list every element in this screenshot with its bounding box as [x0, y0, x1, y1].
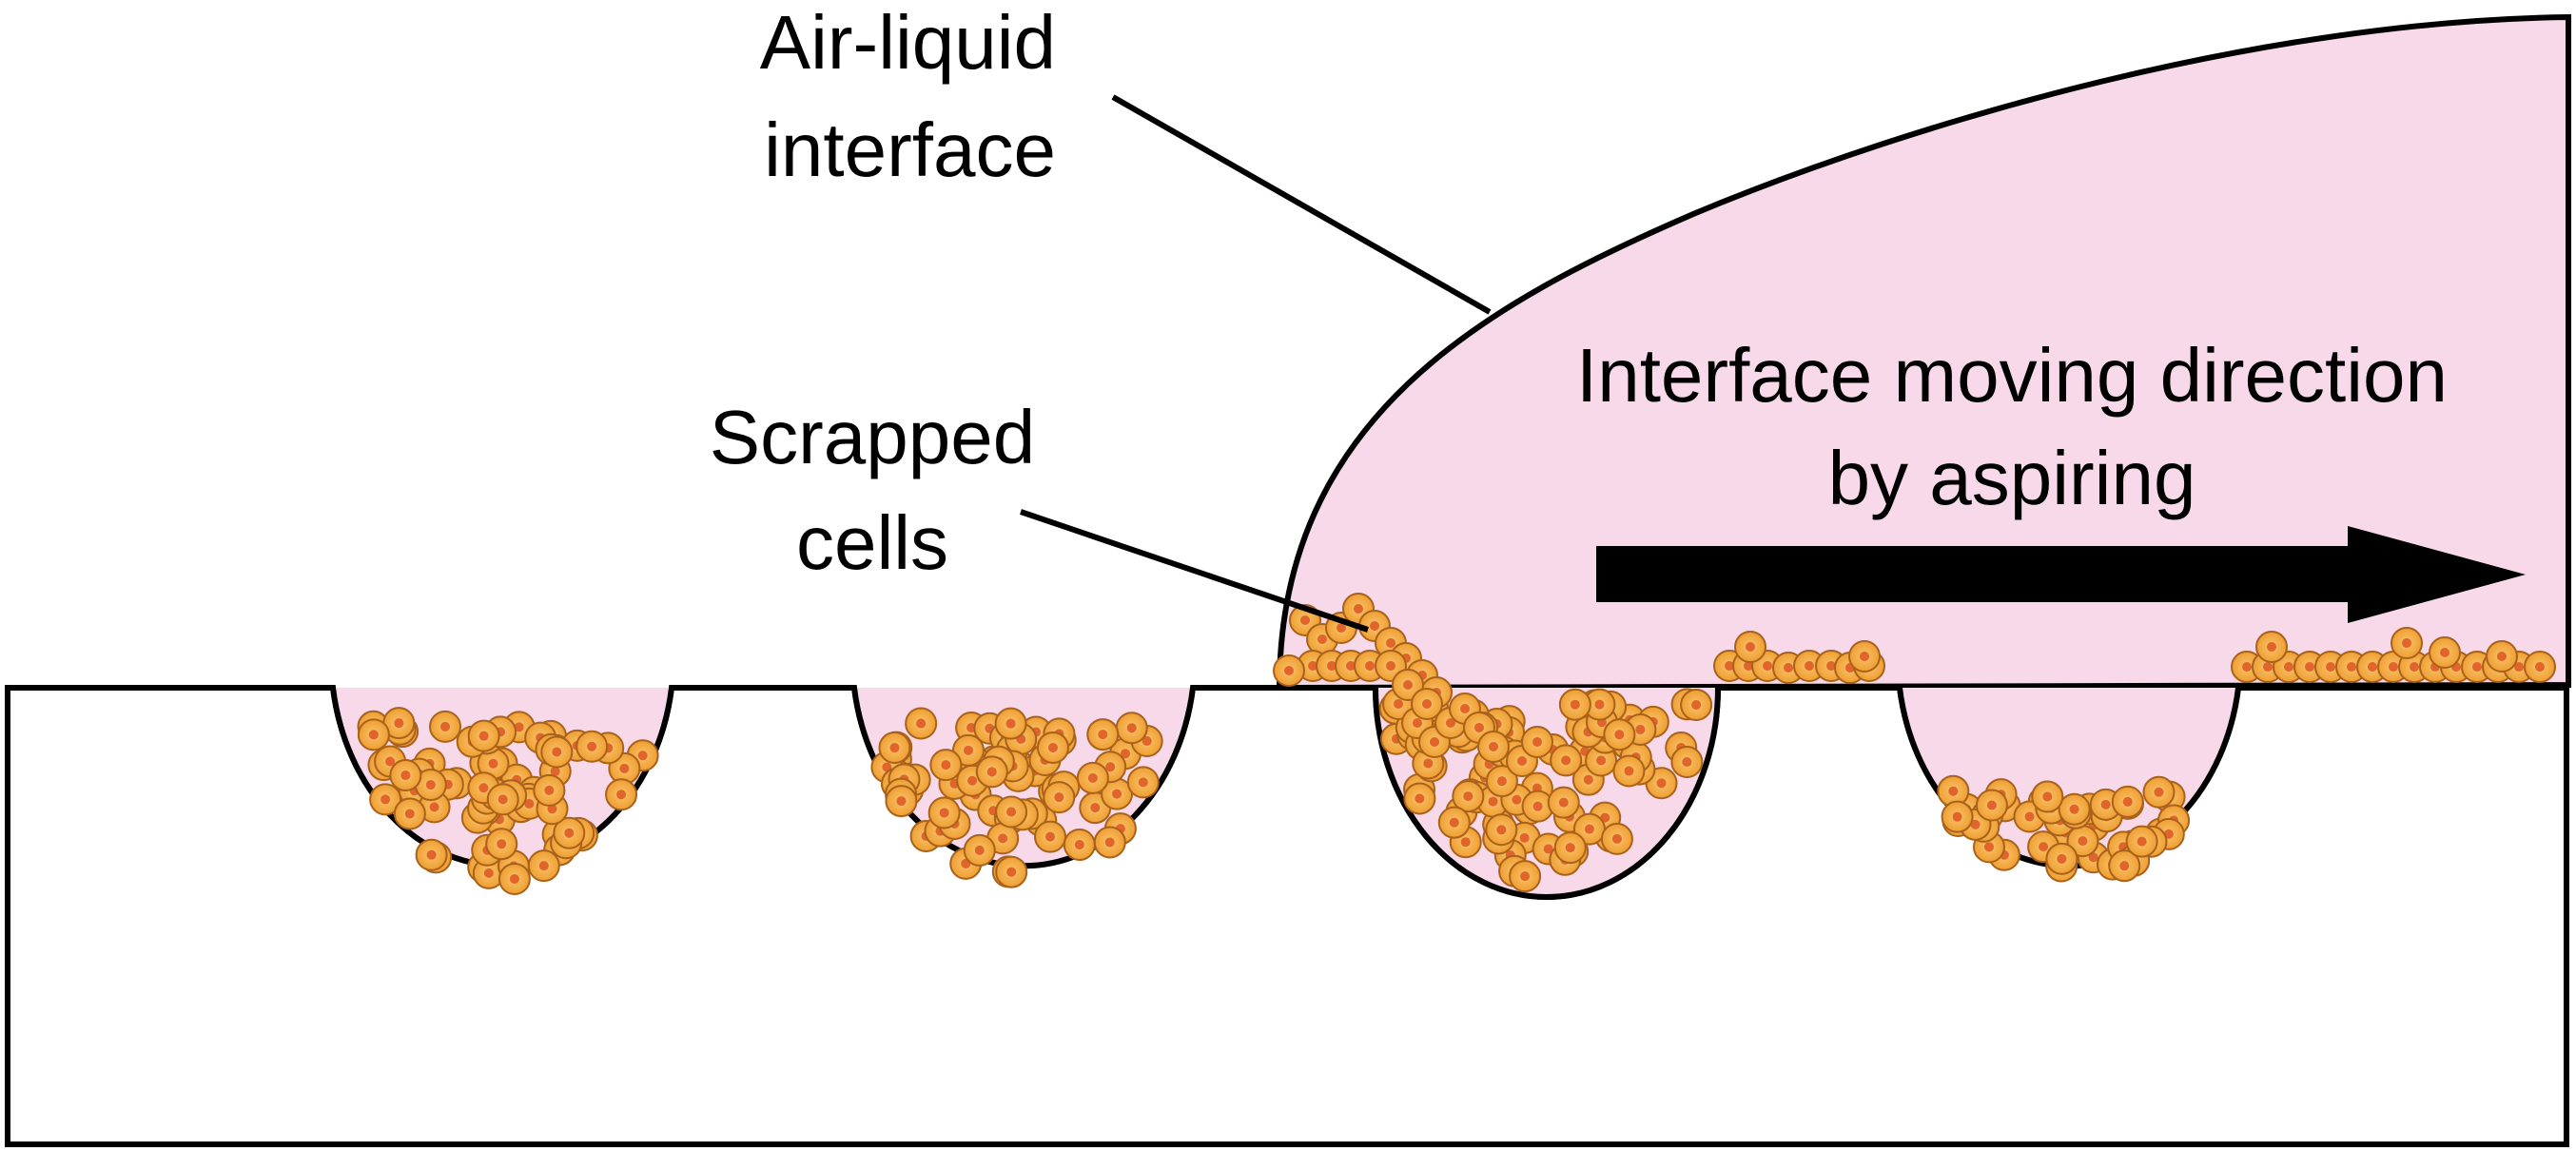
cell	[1126, 766, 1160, 799]
cell	[963, 833, 996, 867]
cell	[2111, 785, 2144, 818]
cell	[389, 759, 422, 792]
cell	[975, 755, 1008, 789]
cell	[1485, 765, 1518, 798]
cell	[1521, 726, 1553, 758]
cell	[2391, 627, 2423, 659]
cell	[429, 710, 462, 743]
cell	[393, 797, 426, 830]
interface-label-line1: Air-liquid	[760, 0, 1056, 85]
cell	[2031, 780, 2064, 813]
cell	[369, 783, 402, 816]
cell	[1734, 631, 1766, 663]
cell	[994, 707, 1027, 740]
cells-leader-line	[1020, 509, 1369, 633]
cell	[486, 783, 519, 816]
cell	[905, 707, 938, 740]
cell	[527, 849, 560, 883]
cell	[2429, 636, 2461, 669]
cell	[1848, 640, 1881, 673]
cell	[2125, 825, 2158, 858]
direction-label-line2: by aspiring	[1828, 436, 2196, 520]
cell	[2486, 640, 2518, 673]
cell	[951, 733, 985, 767]
cells-layer	[357, 593, 2556, 895]
cell	[995, 855, 1028, 888]
cell	[2058, 792, 2091, 826]
cell	[1034, 820, 1067, 853]
cell	[995, 795, 1028, 829]
cell	[576, 730, 609, 763]
cell	[1583, 688, 1616, 721]
cell	[2255, 631, 2288, 663]
interface-label-line2: interface	[764, 107, 1056, 192]
cell	[1550, 744, 1583, 777]
cell	[1452, 780, 1485, 813]
cell	[1509, 860, 1542, 893]
cell	[1600, 822, 1633, 855]
cell	[1093, 826, 1126, 859]
cell	[1273, 654, 1305, 687]
cell	[1043, 781, 1076, 814]
cell	[1411, 688, 1443, 720]
cell	[2045, 842, 2078, 875]
cell	[553, 816, 586, 849]
cell	[2108, 849, 2141, 883]
cell	[1975, 789, 2008, 822]
cell	[2524, 651, 2556, 683]
cell	[382, 707, 416, 740]
cell	[1086, 718, 1120, 751]
cell	[1403, 782, 1436, 815]
cell	[467, 719, 500, 752]
cell	[1670, 746, 1704, 779]
cell	[1553, 831, 1587, 865]
cell	[1115, 712, 1148, 745]
cell	[1941, 800, 1974, 833]
cell	[885, 785, 918, 818]
cells-label-line2: cells	[796, 500, 948, 585]
cell	[605, 778, 638, 811]
cell	[878, 732, 911, 765]
cell	[472, 856, 505, 889]
cell	[927, 796, 961, 829]
cell	[498, 862, 531, 895]
cell	[357, 718, 390, 751]
interface-leader-line	[1111, 94, 1492, 315]
cells-label-line1: Scrapped	[710, 395, 1035, 479]
well-3-outline	[1373, 687, 1721, 900]
cell	[1477, 731, 1510, 763]
cell	[414, 769, 447, 802]
direction-arrow	[1596, 526, 2526, 623]
cell	[485, 828, 518, 861]
cell	[533, 773, 566, 807]
cell	[1558, 688, 1591, 721]
cell	[1612, 754, 1646, 788]
cell	[1063, 829, 1096, 862]
cell	[929, 749, 963, 782]
cell	[1036, 731, 1069, 764]
cell	[1485, 813, 1518, 847]
cell	[1603, 718, 1636, 751]
liquid-droplet	[1276, 13, 2571, 692]
cell	[415, 838, 448, 871]
cell	[1680, 689, 1713, 722]
cell	[1437, 806, 1471, 839]
cell	[2142, 775, 2176, 809]
cell	[1521, 790, 1554, 823]
cell	[1547, 786, 1580, 819]
direction-label-line1: Interface moving direction	[1576, 333, 2448, 418]
cell	[540, 735, 574, 769]
cell	[1076, 761, 1109, 794]
